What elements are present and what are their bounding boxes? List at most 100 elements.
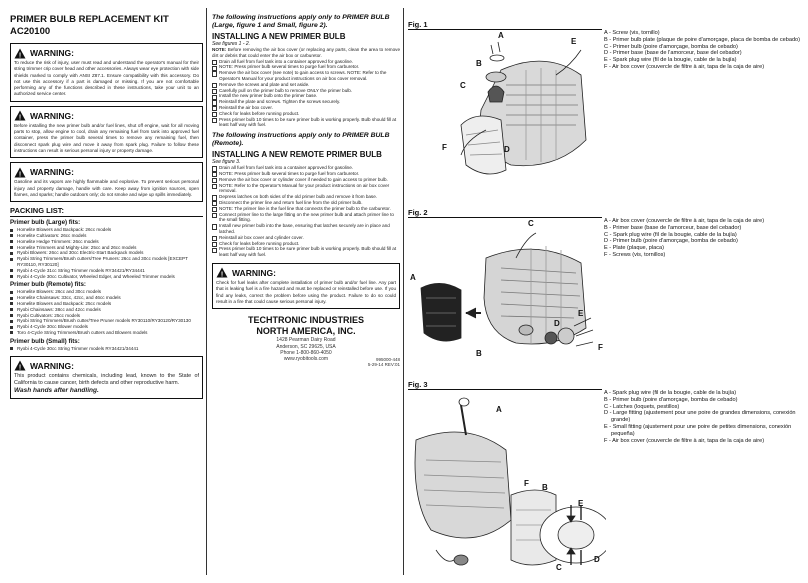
list-item: Remove the screws and plate and set asid… (212, 82, 400, 89)
remote-bulb-heading: Primer bulb (Remote) fits: (10, 281, 86, 289)
legend-item: C - Spark plug wire (fil de la bougie, c… (604, 231, 737, 238)
list-item: Drain all fuel from fuel tank into a con… (212, 59, 400, 65)
part-number: 995000-448 5-29-14 REV:01 (212, 357, 400, 368)
legend-item: D - Primer base (base de l'amorceur, bas… (604, 50, 742, 57)
warning-text: Gasoline and its vapors are highly flamm… (14, 179, 199, 197)
list-item: Remove the air box cover or cylinder cov… (212, 177, 400, 184)
svg-text:!: ! (221, 272, 223, 278)
column-divider (206, 8, 207, 575)
steps-list: Drain all fuel from fuel tank into a con… (212, 165, 400, 258)
list-item: Homelite Chainsaws: 33cc, 42cc, and 46cc… (10, 295, 203, 301)
prop65-warning-box: ! WARNING: This product contains chemical… (10, 355, 203, 399)
callout-label: B (476, 349, 482, 358)
address-line: Anderson, SC 29625, USA (276, 343, 336, 350)
callout-label: B (476, 59, 482, 68)
legend-item: E - Small fitting (ajustement pour une p… (604, 423, 792, 437)
list-item: Check for leaks before running product. (212, 111, 400, 118)
svg-text:!: ! (19, 171, 21, 177)
list-item: Ryobi String Trimmers/Brush cutters/Tree… (10, 256, 203, 268)
see-figures: See figures 1 - 2. (212, 41, 251, 47)
warning-box: !WARNING: Check for fuel leaks after com… (212, 262, 400, 310)
legend-item: F - Screws (vis, tornillos) (604, 251, 666, 258)
legend-item: A - Spark plug wire (fil de la bougie, c… (604, 390, 737, 396)
callout-label: F (442, 143, 447, 152)
legend-item: A - Air box cover (couvercle de filtre à… (604, 218, 765, 224)
list-item: NOTE: The primer line is the fuel line t… (212, 206, 400, 213)
legend-item: B - Primer base (base de l'amorceur, bas… (604, 224, 742, 231)
list-item: NOTE: Refer to the Operator's Manual for… (212, 183, 400, 195)
callout-label: D (554, 319, 560, 328)
list-item: Check for leaks before running product. (212, 241, 400, 247)
warning-icon: ! (14, 360, 26, 371)
large-bulb-list: Homelite Blowers and Backpack: 26cc mode… (10, 227, 203, 279)
legend-item: C - Latches (loquets, pestillos) (604, 403, 680, 410)
legend-item: F - Air box cover (couvercle de filtre à… (604, 63, 765, 70)
list-item: Press primer bulb 10 times to be sure pr… (212, 246, 400, 258)
address-line: 1428 Pearman Dairy Road (276, 337, 336, 344)
wash-hands-text: Wash hands after handling. (14, 386, 99, 394)
list-item: Reinstall air box cover and cylinder cov… (212, 235, 400, 241)
legend-item: B - Primer bulb plate (plaque de poire d… (604, 36, 801, 43)
column-divider (403, 8, 404, 575)
instruction-intro: The following instructions apply only to… (212, 132, 390, 148)
part-number-line: 995000-448 (375, 356, 400, 362)
legend-item: D - Primer bulb (poire d'amorçage, bomba… (604, 238, 738, 245)
warning-text: Before installing the new primer bulb an… (14, 122, 199, 153)
revision-line: 5-29-14 REV:01 (367, 362, 400, 368)
list-item: Install the new primer bulb onto the pri… (212, 93, 400, 100)
warning-icon: ! (14, 167, 26, 178)
prop65-text: This product contains chemicals, includi… (14, 372, 199, 386)
company-address: 1428 Pearman Dairy Road Anderson, SC 296… (212, 337, 400, 363)
company-line: NORTH AMERICA, INC. (256, 326, 356, 337)
figure-legend: A - Spark plug wire (fil de la bougie, c… (604, 390, 802, 444)
list-item: Ryobi Chainsaws: 38cc and 42cc models (10, 307, 203, 313)
list-item: NOTE: Press primer bulb several times to… (212, 64, 400, 71)
svg-text:!: ! (19, 115, 21, 121)
svg-text:!: ! (19, 365, 21, 371)
page-title: PRIMER BULB REPLACEMENT KIT (10, 14, 169, 25)
figure-legend: A - Air box cover (couvercle de filtre à… (604, 218, 802, 259)
figure-label: Fig. 2 (408, 208, 602, 218)
callout-label: A (496, 405, 502, 414)
list-item: Ryobi 4-Cycle 30cc Cultivator, Wheeled E… (10, 274, 203, 280)
warning-box: !WARNING: To reduce the risk of injury, … (10, 43, 203, 102)
list-item: Toro 4-Cycle String Trimmers/Brush cutte… (10, 330, 203, 336)
website-link[interactable]: www.ryobitools.com (283, 356, 329, 363)
phone-line: Phone 1-800-860-4050 (280, 349, 332, 356)
warning-box: !WARNING: Gasoline and its vapors are hi… (10, 162, 203, 203)
list-item: Reinstall the plate and screws. Tighten … (212, 99, 400, 106)
warning-icon: ! (14, 48, 26, 59)
callout-label: F (598, 343, 603, 352)
warning-heading: WARNING: (30, 360, 74, 371)
list-item: Ryobi Blowers: 26cc and 30cc Electric-St… (10, 250, 203, 256)
note-text: Before removing the air box cover (or re… (212, 47, 400, 58)
legend-item: C - Primer bulb (poire d'amorçage, bomba… (604, 43, 738, 50)
packing-list-heading: PACKING LIST: (10, 206, 203, 218)
see-figures: See figure 3. (212, 159, 241, 166)
list-item: Homelite Trimmers and Mighty-Lite: 25cc … (10, 245, 203, 251)
callout-label: E (578, 499, 584, 508)
warning-text: Check for fuel leaks after complete inst… (216, 279, 396, 304)
callout-label: A (410, 273, 416, 282)
callout-label: C (556, 563, 562, 572)
model-number: AC20100 (10, 26, 51, 37)
legend-item: F - Air box cover (couvercle de filtre à… (604, 437, 765, 444)
legend-item: E - Spark plug wire (fil de la bougie, c… (604, 57, 737, 64)
list-item: Carefully pull on the primer bulb to rem… (212, 88, 400, 94)
list-item: Homelite Blowers: 26cc and 30cc models (10, 289, 203, 295)
company-line: TECHTRONIC INDUSTRIES (247, 315, 364, 326)
list-item: Press primer bulb 10 times to be sure pr… (212, 117, 400, 129)
callout-label: D (594, 555, 600, 564)
list-item: Ryobi 4-Cycle 30cc Blower models (10, 324, 203, 330)
list-item: Homelite Blowers and Backpack: 25cc mode… (10, 301, 203, 307)
warning-text: To reduce the risk of injury, user must … (14, 60, 199, 97)
figure-legend: A - Screw (vis, tornillo)B - Primer bulb… (604, 30, 802, 71)
legend-item: E - Plate (plaque, placa) (604, 245, 665, 252)
callout-label: E (571, 37, 577, 46)
warning-box: !WARNING: Before installing the new prim… (10, 105, 203, 159)
